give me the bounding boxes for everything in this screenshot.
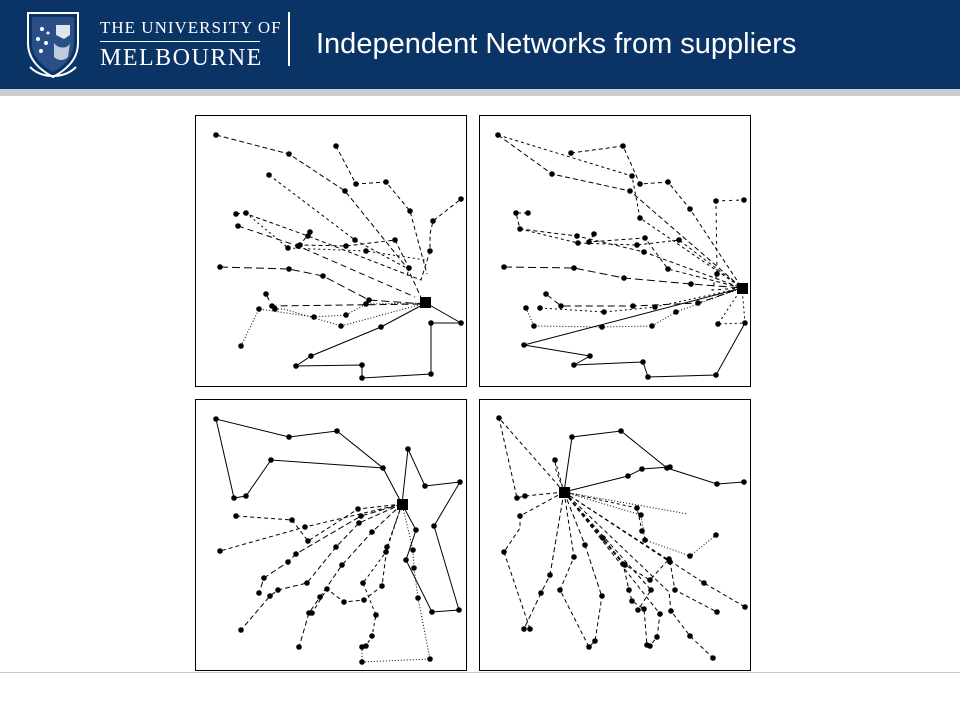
university-name-line2: MELBOURNE: [100, 45, 263, 71]
network-diagram-bottom-left: [213, 416, 463, 665]
network-diagram-top-right: [495, 132, 748, 380]
network-panel-top-right: [479, 115, 751, 387]
network-diagram-bottom-right: [496, 415, 748, 661]
network-diagram-top-left: [213, 132, 464, 381]
footer-rule: [0, 672, 960, 673]
network-panel-bottom-right: [479, 399, 751, 671]
university-name-line1: THE UNIVERSITY OF: [100, 18, 282, 37]
slide-title: Independent Networks from suppliers: [316, 28, 797, 60]
header-divider: [288, 12, 290, 66]
header-underline: [0, 89, 960, 96]
university-logo: THE UNIVERSITY OF MELBOURNE: [24, 9, 281, 79]
header-bar: THE UNIVERSITY OF MELBOURNE Independent …: [0, 0, 960, 89]
university-name-rule: [100, 41, 260, 42]
network-panel-top-left: [195, 115, 467, 387]
university-crest-icon: [27, 12, 79, 79]
network-panel-bottom-left: [195, 399, 467, 671]
